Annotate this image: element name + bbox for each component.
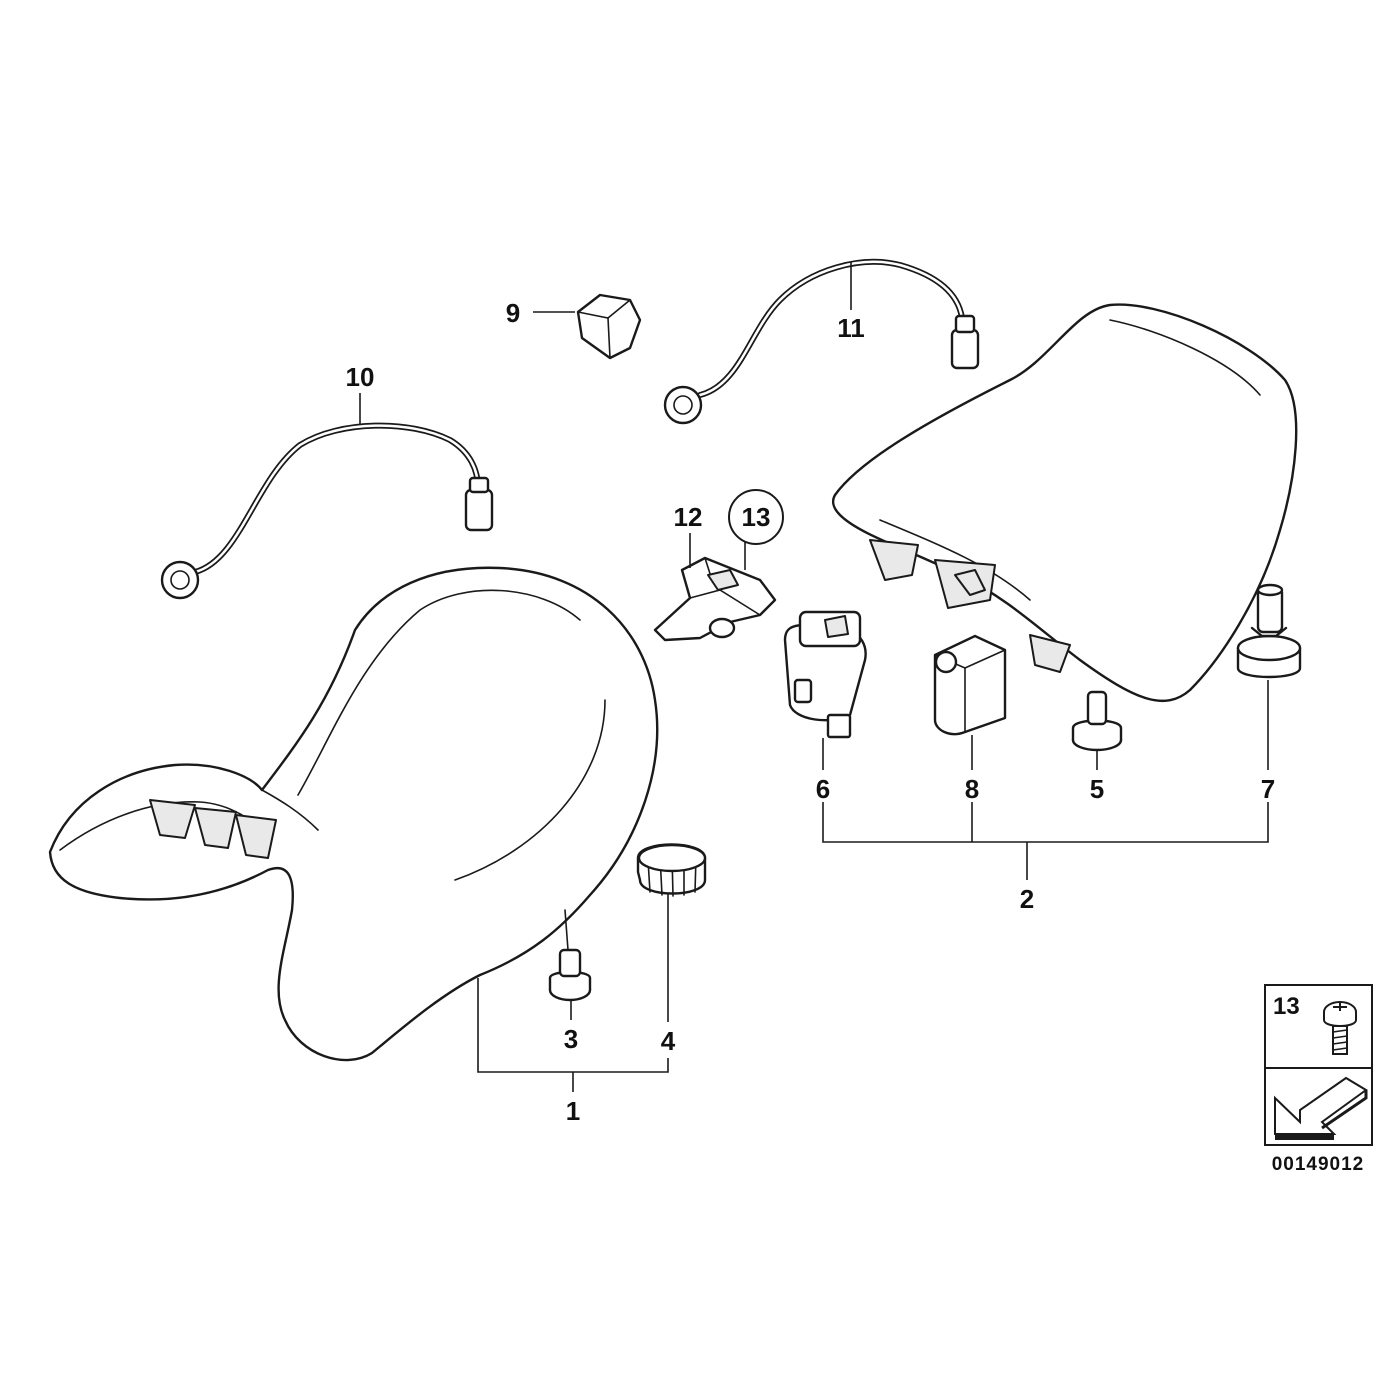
legend-box: 13 <box>1264 984 1373 1146</box>
callout-12: 12 <box>674 502 703 532</box>
direction-arrow-icon <box>1274 1076 1368 1140</box>
control-unit[interactable] <box>933 634 1007 736</box>
holder-bracket[interactable] <box>653 556 777 642</box>
callout-5: 5 <box>1090 774 1104 804</box>
callout-13-circle <box>728 489 784 545</box>
callout-11: 11 <box>837 313 865 343</box>
callout-6: 6 <box>816 774 830 804</box>
callout-1: 1 <box>566 1096 580 1126</box>
rubber-buffer-small[interactable] <box>1071 690 1123 752</box>
callout-8: 8 <box>965 774 979 804</box>
gear-knob[interactable] <box>636 843 707 897</box>
passenger-seat[interactable] <box>831 303 1298 703</box>
heating-cable-passenger[interactable] <box>663 259 980 425</box>
legend-item-number: 13 <box>1273 993 1300 1020</box>
callout-3: 3 <box>564 1024 578 1054</box>
diagram-reference-number: 00149012 <box>1272 1154 1365 1175</box>
rider-seat[interactable] <box>48 566 659 1062</box>
callout-13: 13 <box>742 502 771 532</box>
callout-4: 4 <box>661 1026 676 1056</box>
heating-cable-rider[interactable] <box>160 422 494 600</box>
rubber-buffer-left[interactable] <box>548 948 592 1002</box>
callout-9: 9 <box>506 298 520 328</box>
seat-switch[interactable] <box>783 610 867 739</box>
callout-7: 7 <box>1261 774 1275 804</box>
screw-icon <box>1323 1001 1357 1055</box>
cable-clip[interactable] <box>576 293 642 360</box>
callout-10: 10 <box>346 362 375 392</box>
callout-labels: 1 2 3 4 5 6 7 8 9 10 11 12 13 <box>346 298 1276 1126</box>
rubber-buffer-tall[interactable] <box>1236 583 1302 679</box>
callout-2: 2 <box>1020 884 1034 914</box>
